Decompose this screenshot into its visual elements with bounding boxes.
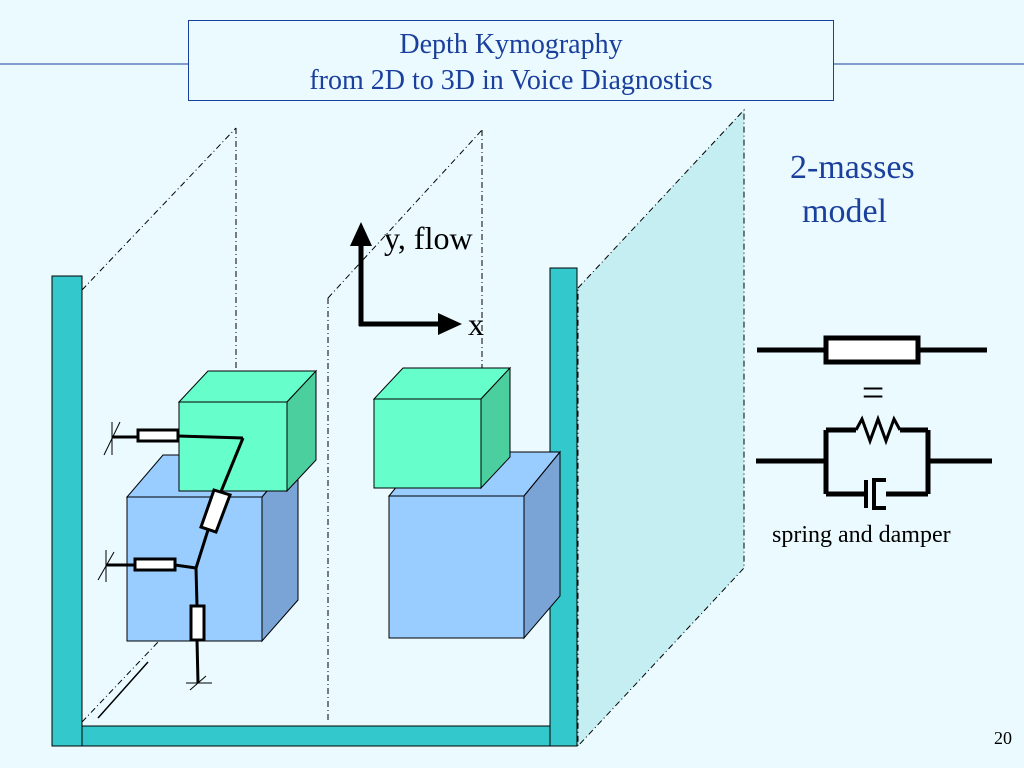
slide-title: Depth Kymography from 2D to 3D in Voice … [188, 20, 834, 101]
plane-mid-top-edge [327, 129, 483, 299]
model-label-line-2: model [802, 193, 887, 230]
left-upper-mass [177, 369, 318, 493]
left-wall [51, 275, 83, 747]
y-axis-label: y, flow [384, 220, 473, 256]
spring-element-vertical [189, 604, 206, 642]
coordinate-axes [350, 222, 462, 335]
equals-sign: = [862, 370, 885, 415]
x-axis-label: x [468, 306, 484, 342]
right-upper-mass [372, 366, 512, 490]
floor-edge [97, 661, 149, 719]
title-line-2: from 2D to 3D in Voice Diagnostics [309, 65, 713, 96]
back-plane [577, 108, 745, 748]
spring-element-middle [133, 557, 177, 572]
floor-wall [81, 725, 551, 747]
combined-element-symbol [757, 335, 987, 365]
x-axis-arrowhead [438, 313, 462, 335]
model-label-line-1: 2-masses [790, 149, 915, 186]
y-axis-arrowhead [350, 222, 372, 246]
title-line-1: Depth Kymography [399, 29, 623, 60]
spring-element-top [136, 428, 180, 443]
page-number: 20 [994, 728, 1012, 748]
spring-element-diagonal [199, 488, 232, 534]
model-label: 2-masses model [790, 146, 915, 234]
plane-left-top-edge [81, 127, 237, 291]
spring-linkage [97, 421, 245, 691]
spring-damper-symbol [756, 414, 992, 510]
spring-damper-caption: spring and damper [772, 522, 951, 548]
